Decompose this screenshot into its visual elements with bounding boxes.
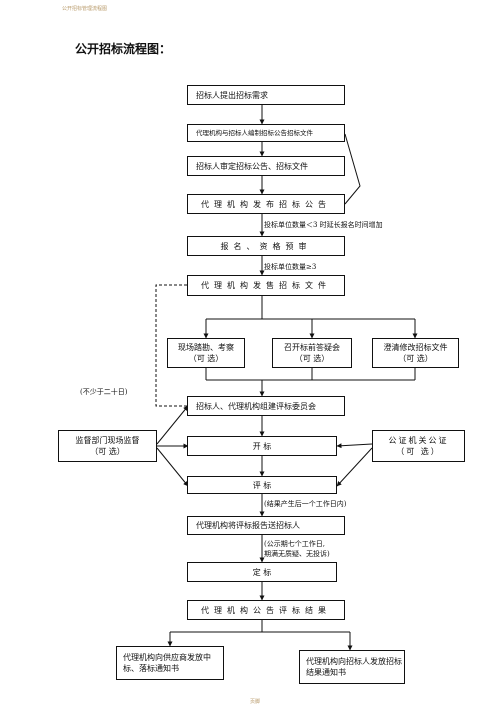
- step-prepare-docs: 代理机构与招标人编制招标公告招标文件: [187, 124, 345, 142]
- option-qa-meeting: 召开标前答疑会 （可 选）: [272, 338, 352, 368]
- step-registration-prequal: 报名、资格预审: [187, 236, 345, 256]
- option-site-visit-label: 现场踏勘、考察: [178, 343, 234, 352]
- option-site-visit-optional: （可 选）: [188, 354, 224, 363]
- option-qa-meeting-label: 召开标前答疑会: [284, 343, 340, 352]
- step-send-report: 代理机构将评标报告送招标人: [187, 516, 345, 535]
- step-form-committee: 招标人、代理机构组建评标委员会: [187, 396, 345, 416]
- notary-label: 公证机关公证: [388, 436, 449, 445]
- note-bidders-sufficient: 投标单位数量≥3: [264, 263, 317, 271]
- notary-optional: （可 选）: [396, 447, 441, 456]
- step-bid-opening: 开 标: [187, 436, 337, 456]
- note-extend-registration: 投标单位数量＜3 时延长报名时间增加: [264, 221, 383, 229]
- page-title: 公开招标流程图：: [75, 42, 172, 56]
- step-award: 定 标: [187, 562, 337, 582]
- supervision-optional: （可 选）: [90, 447, 125, 456]
- note-one-workday: (结果产生后一个工作日内): [264, 500, 347, 508]
- supervision-label: 监督部门现场监督: [75, 436, 140, 445]
- step-evaluation: 评 标: [187, 476, 337, 494]
- option-site-visit: 现场踏勘、考察 （可 选）: [167, 338, 245, 368]
- dashed-duration-loop: [155, 284, 187, 407]
- step-review-docs: 招标人审定招标公告、招标文件: [187, 156, 345, 176]
- note-publicity-period-1: (公示期七个工作日,: [264, 540, 325, 548]
- output-client-notice: 代理机构向招标人发放招标结果通知书: [299, 650, 405, 684]
- step-announce-result: 代理机构公告评标结果: [187, 600, 345, 620]
- step-sell-docs: 代理机构发售招标文件: [187, 275, 345, 296]
- option-qa-meeting-optional: （可 选）: [294, 354, 330, 363]
- supervision-box: 监督部门现场监督 （可 选）: [58, 430, 157, 462]
- step-raise-demand: 招标人提出招标需求: [187, 85, 345, 105]
- output-supplier-notice: 代理机构向供应商发放中标、落标通知书: [116, 646, 224, 680]
- option-clarify-docs-optional: （可 选）: [398, 354, 433, 363]
- page-footer-text: 页脚: [250, 699, 261, 705]
- note-min-twenty-days: (不少于二十日): [80, 388, 128, 396]
- notary-box: 公证机关公证 （可 选）: [372, 430, 465, 462]
- page-header-text: 公开招标管理流程图: [62, 6, 108, 12]
- option-clarify-docs: 澄清修改招标文件 （可 选）: [372, 338, 459, 368]
- option-clarify-docs-label: 澄清修改招标文件: [383, 343, 448, 352]
- note-publicity-period-2: 期满无质疑、无投诉): [264, 550, 330, 558]
- step-publish-notice: 代理机构发布招标公告: [187, 194, 345, 214]
- loop-bracket: [344, 133, 361, 205]
